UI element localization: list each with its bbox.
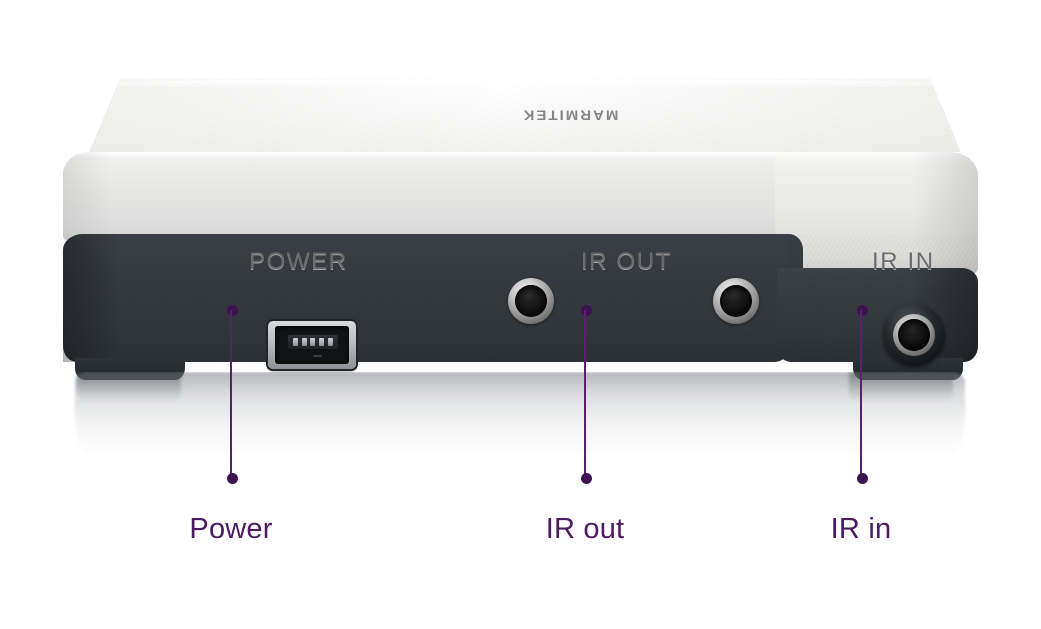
front-dark-body-right bbox=[777, 268, 978, 362]
brand-logo: MARMITEK bbox=[521, 106, 619, 123]
dark-left-shading bbox=[63, 234, 119, 362]
ir-in-jack bbox=[883, 304, 945, 366]
rubber-foot-left bbox=[75, 358, 185, 380]
callout-leader-power bbox=[230, 310, 232, 478]
callout-dot-top-ir-out bbox=[580, 305, 592, 316]
callout-leader-ir-in bbox=[860, 310, 862, 478]
mini-usb-port bbox=[268, 321, 356, 369]
ir-out-jack-1 bbox=[508, 278, 554, 324]
top-edge-highlight bbox=[93, 79, 953, 89]
reflection-body bbox=[75, 372, 965, 476]
panel-label-ir-out: IR OUT bbox=[581, 248, 672, 275]
callout-dot-top-power bbox=[226, 305, 238, 316]
panel-label-power: POWER bbox=[249, 248, 348, 275]
front-white-band-right bbox=[775, 152, 978, 274]
usb-pin bbox=[328, 338, 334, 346]
usb-pin bbox=[319, 338, 325, 346]
usb-pin bbox=[310, 338, 316, 346]
callout-label-ir-out: IR out bbox=[545, 513, 625, 545]
ir-out-jack-2 bbox=[713, 278, 759, 324]
usb-pin bbox=[301, 338, 307, 346]
mini-usb-cavity bbox=[275, 326, 349, 364]
panel-label-ir-in: IR IN bbox=[872, 248, 935, 275]
usb-pin bbox=[292, 338, 298, 346]
callout-dot-bottom-ir-out bbox=[580, 473, 592, 484]
callout-dot-bottom-ir-in bbox=[856, 473, 868, 484]
callout-label-ir-in: IR in bbox=[830, 513, 892, 545]
callout-dot-bottom-power bbox=[226, 473, 238, 484]
callout-dot-top-ir-in bbox=[856, 305, 868, 316]
mini-usb-contact-block bbox=[288, 335, 338, 349]
callout-leader-ir-out bbox=[584, 310, 586, 478]
device-body: MARMITEK POWER IR OUT IR IN bbox=[63, 78, 978, 380]
surface-reflection bbox=[63, 372, 978, 484]
device-top-face bbox=[85, 78, 965, 162]
callout-label-power: Power bbox=[189, 513, 273, 545]
front-dark-body bbox=[63, 234, 789, 362]
usb-notch bbox=[313, 355, 322, 357]
